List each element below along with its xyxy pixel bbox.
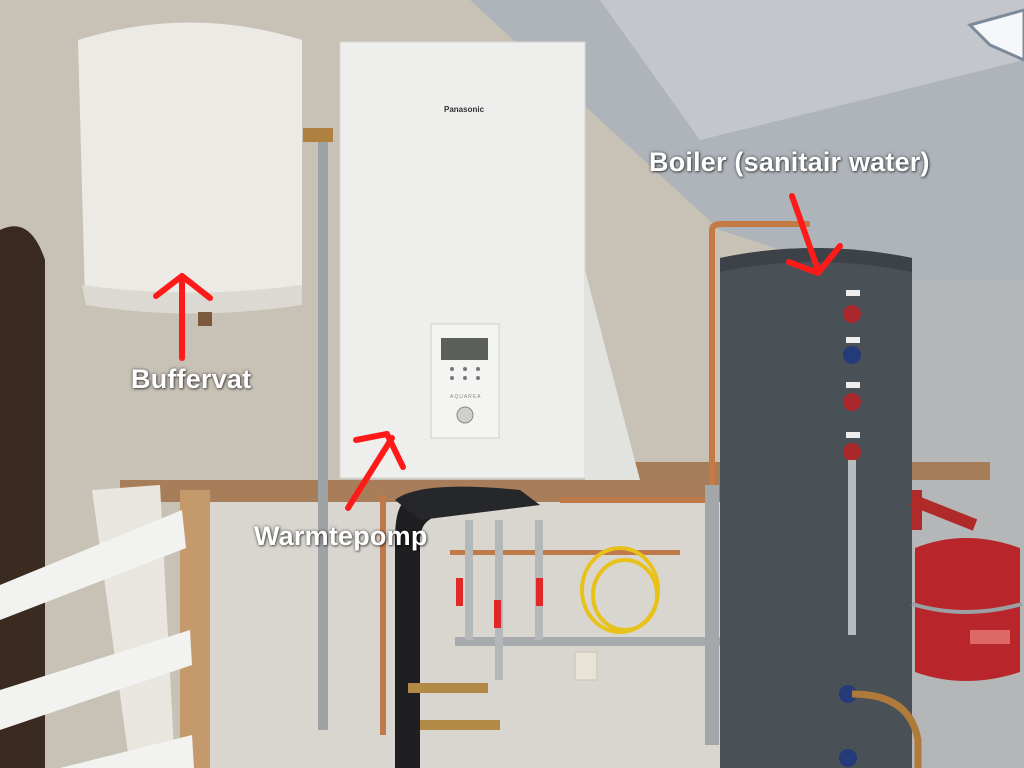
pipe-fitting	[303, 128, 333, 142]
label-buffervat: Buffervat	[131, 364, 252, 394]
white-railing	[0, 485, 194, 768]
boiler-connection-blue	[839, 685, 857, 703]
brand-logo: Panasonic	[444, 105, 485, 114]
pipe-left	[318, 130, 328, 730]
copper-pipe	[380, 495, 386, 735]
arrow-boiler	[786, 193, 843, 276]
ceiling-beam	[600, 0, 1024, 140]
boiler-connection-red	[843, 443, 861, 461]
brass-fitting	[408, 683, 488, 693]
red-valve	[494, 600, 501, 628]
red-valve	[456, 578, 463, 606]
panel-name: AQUAREA	[450, 394, 482, 400]
doorway	[0, 226, 45, 768]
insulated-pipe-top	[395, 486, 540, 520]
heat-pump-unit	[339, 41, 640, 480]
red-valve	[536, 578, 543, 606]
boiler-connection-blue	[839, 749, 857, 767]
grey-pipe	[455, 637, 850, 646]
insulated-pipe	[395, 500, 440, 768]
control-display	[441, 338, 488, 360]
copper-pipe-horizontal	[450, 550, 680, 555]
boiler-connection-red	[843, 393, 861, 411]
copper-pipe-upper	[560, 497, 710, 503]
skylight	[967, 8, 1024, 62]
label-warmtepomp: Warmtepomp	[254, 521, 428, 551]
boiler-connection-red	[843, 305, 861, 323]
wooden-post	[180, 490, 210, 768]
arrow-warmtepomp	[345, 431, 406, 511]
arrow-buffervat	[153, 273, 213, 361]
expansion-vessel	[909, 490, 1023, 681]
panel-dial	[456, 406, 474, 424]
boiler-tank	[720, 248, 922, 768]
label-boiler: Boiler (sanitair water)	[649, 147, 930, 177]
grey-pipe-vertical	[705, 485, 719, 745]
yellow-hose	[580, 546, 660, 634]
wall-socket	[574, 651, 598, 681]
boiler-connection-blue	[843, 346, 861, 364]
brass-fitting	[420, 720, 500, 730]
buffer-tank	[78, 22, 302, 326]
